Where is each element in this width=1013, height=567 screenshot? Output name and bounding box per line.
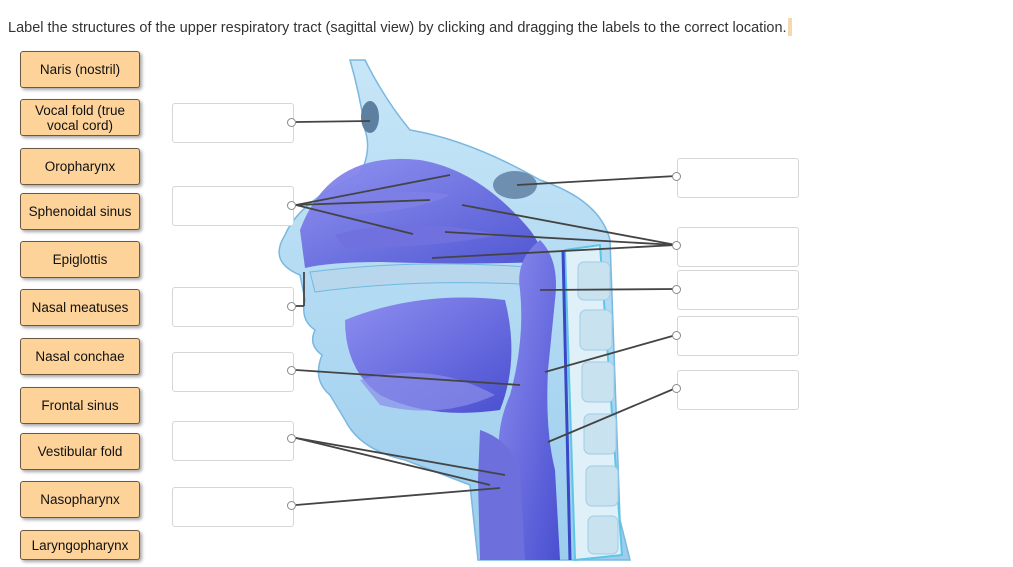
label-vestibular-fold[interactable]: Vestibular fold [20, 433, 140, 470]
label-epiglottis[interactable]: Epiglottis [20, 241, 140, 278]
label-text: Nasopharynx [40, 492, 120, 507]
label-frontal-sinus[interactable]: Frontal sinus [20, 387, 140, 424]
drop-target-7[interactable] [677, 158, 799, 198]
drop-target-9-anchor [672, 285, 681, 294]
tongue-muscle [360, 372, 495, 411]
drop-target-7-anchor [672, 172, 681, 181]
drop-target-8-anchor [672, 241, 681, 250]
drop-target-4[interactable] [172, 352, 294, 392]
label-bank: Naris (nostril) Vocal fold (true vocal c… [20, 0, 140, 567]
drop-target-10-anchor [672, 331, 681, 340]
instruction-label: Label the structures of the upper respir… [8, 20, 787, 36]
spinal-cord-edge [561, 249, 572, 561]
drop-target-2-anchor [287, 201, 296, 210]
label-text: Frontal sinus [41, 398, 119, 413]
drop-target-5-anchor [287, 434, 296, 443]
label-text: Nasal meatuses [31, 300, 129, 315]
drop-target-3[interactable] [172, 287, 294, 327]
label-nasopharynx[interactable]: Nasopharynx [20, 481, 140, 518]
frontal-sinus-shape [361, 101, 379, 133]
drop-target-6[interactable] [172, 487, 294, 527]
drop-target-11[interactable] [677, 370, 799, 410]
label-nasal-conchae[interactable]: Nasal conchae [20, 338, 140, 375]
label-naris[interactable]: Naris (nostril) [20, 51, 140, 88]
label-text: Vocal fold (true vocal cord) [34, 102, 126, 133]
drop-target-2[interactable] [172, 186, 294, 226]
drop-target-6-anchor [287, 501, 296, 510]
leader-lines [295, 120, 677, 506]
label-laryngopharynx[interactable]: Laryngopharynx [20, 530, 140, 560]
concha-upper [340, 191, 450, 215]
drop-target-4-anchor [287, 366, 296, 375]
label-text: Vestibular fold [37, 444, 123, 459]
drop-target-5[interactable] [172, 421, 294, 461]
drop-target-1[interactable] [172, 103, 294, 143]
drop-target-9[interactable] [677, 270, 799, 310]
label-text: Epiglottis [52, 252, 108, 267]
concha-lower [335, 225, 500, 248]
instruction-text: Label the structures of the upper respir… [8, 18, 792, 36]
larynx [478, 430, 525, 560]
drop-target-10[interactable] [677, 316, 799, 356]
label-oropharynx[interactable]: Oropharynx [20, 148, 140, 185]
drop-target-1-anchor [287, 118, 296, 127]
label-sphenoidal-sinus[interactable]: Sphenoidal sinus [20, 193, 140, 230]
label-text: Nasal conchae [35, 349, 125, 364]
sphenoid-sinus-shape [493, 171, 537, 199]
label-vocal-fold[interactable]: Vocal fold (true vocal cord) [20, 99, 140, 136]
drop-target-8[interactable] [677, 227, 799, 267]
text-cursor [787, 18, 792, 36]
drop-target-3-anchor [287, 302, 296, 311]
drop-target-11-anchor [672, 384, 681, 393]
label-text: Laryngopharynx [31, 537, 129, 553]
label-text: Naris (nostril) [39, 62, 121, 77]
label-text: Oropharynx [44, 159, 116, 174]
label-nasal-meatuses[interactable]: Nasal meatuses [20, 289, 140, 326]
label-text: Sphenoidal sinus [28, 204, 132, 219]
